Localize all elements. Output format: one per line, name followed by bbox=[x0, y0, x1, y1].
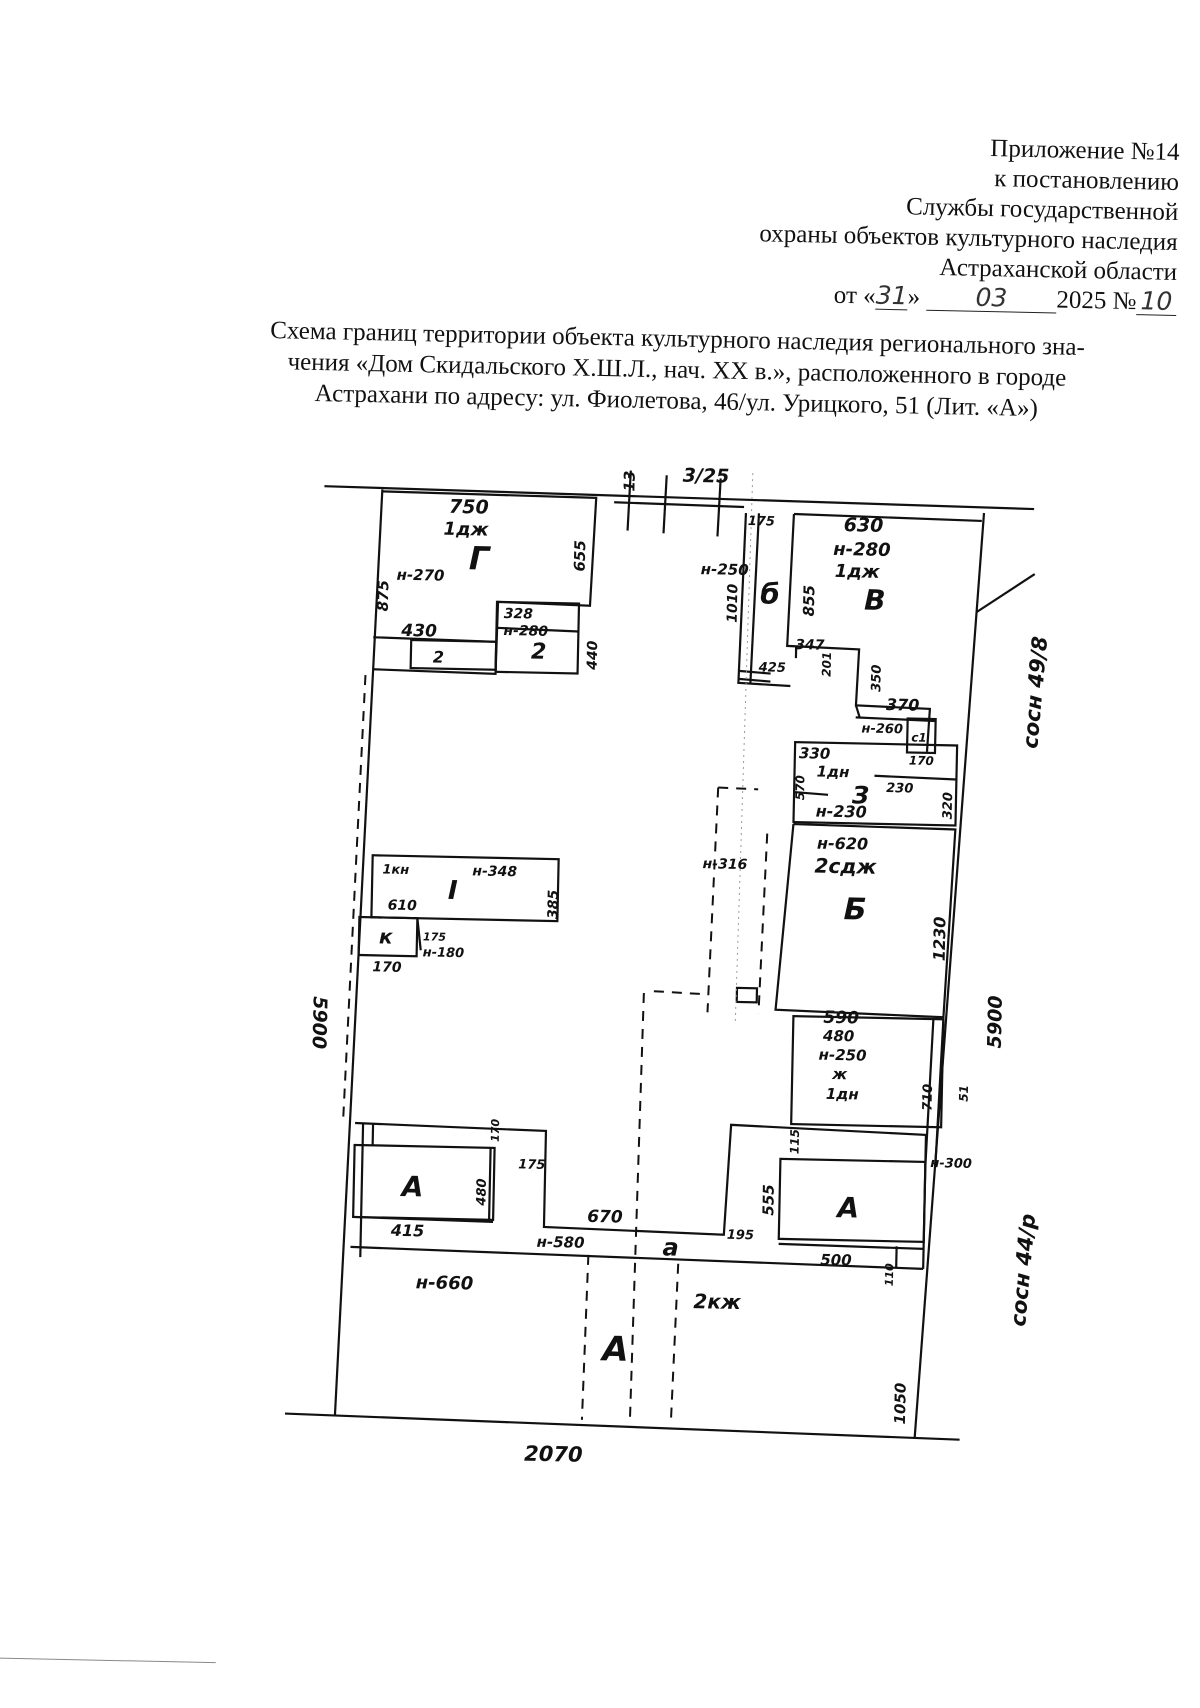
label-j-height: н-250 bbox=[818, 1046, 866, 1065]
label-a-letter-left: А bbox=[399, 1170, 423, 1203]
label-b5-height: н-620 bbox=[817, 834, 868, 854]
label-b5-type: 2сдж bbox=[814, 854, 877, 879]
label-b5-right: 1230 bbox=[930, 916, 950, 961]
label-g-left: 875 bbox=[374, 580, 393, 612]
label-a-175: 175 bbox=[518, 1157, 545, 1173]
label-z-230: 230 bbox=[886, 781, 913, 797]
label-v-347: 347 bbox=[795, 637, 825, 654]
label-v-201: 201 bbox=[820, 652, 835, 677]
label-v-width: 630 bbox=[843, 514, 883, 537]
label-g2-height: н-280 bbox=[503, 623, 548, 640]
label-a-415: 415 bbox=[390, 1221, 425, 1241]
label-v-350: 350 bbox=[869, 665, 885, 692]
label-v-370: 370 bbox=[886, 695, 920, 715]
label-g2-small: 2 bbox=[433, 647, 445, 666]
label-k-height: н-180 bbox=[423, 945, 465, 961]
label-n300: н-300 bbox=[930, 1156, 972, 1172]
label-sosed-top: сосн 49/8 bbox=[1018, 635, 1052, 749]
label-v-425: 425 bbox=[758, 660, 786, 676]
label-b-left: 1010 bbox=[725, 583, 742, 623]
label-a-555: 555 bbox=[759, 1184, 778, 1216]
label-i-height: н-348 bbox=[472, 863, 517, 880]
label-left-length: 5900 bbox=[308, 996, 331, 1049]
label-z-570: 570 bbox=[793, 775, 808, 800]
label-g-type: 1дж bbox=[443, 519, 489, 541]
label-v-letter: В bbox=[864, 584, 886, 617]
label-i-kn: 1кн bbox=[382, 862, 409, 878]
label-a-n660: н-660 bbox=[416, 1272, 474, 1294]
label-g-height: н-270 bbox=[396, 566, 444, 585]
label-g-bottom: 430 bbox=[400, 621, 437, 642]
label-a-n580: н-580 bbox=[536, 1233, 584, 1252]
label-g-width: 750 bbox=[449, 496, 489, 519]
label-b5-letter: Б bbox=[843, 892, 867, 927]
label-k-top: 175 bbox=[423, 930, 447, 943]
label-a-type: 2кж bbox=[693, 1289, 742, 1314]
label-a-195: 195 bbox=[727, 1228, 754, 1244]
label-b-height: н-250 bbox=[701, 560, 749, 579]
label-a-170: 170 bbox=[489, 1118, 502, 1142]
label-sosed-bottom: сосн 44/р bbox=[1006, 1213, 1040, 1328]
label-v-h2: н-260 bbox=[861, 721, 903, 737]
label-n316: н-316 bbox=[702, 856, 747, 873]
label-g-right: 655 bbox=[571, 540, 590, 572]
label-k-bottom: 170 bbox=[372, 959, 402, 976]
label-v-left: 855 bbox=[800, 585, 819, 617]
label-a-small: а bbox=[662, 1233, 679, 1261]
label-v-170: 170 bbox=[909, 753, 934, 768]
label-i-letter: I bbox=[448, 876, 459, 906]
label-v-height: н-280 bbox=[833, 539, 891, 561]
label-b-letter: б bbox=[760, 577, 780, 610]
label-a-1050: 1050 bbox=[891, 1383, 910, 1425]
label-z-320: 320 bbox=[941, 792, 957, 819]
label-right-length: 5900 bbox=[984, 995, 1007, 1048]
label-g2-letter: 2 bbox=[531, 640, 547, 665]
label-g-letter: Г bbox=[469, 539, 492, 577]
plan-lines bbox=[285, 464, 1037, 1441]
label-b-top: 175 bbox=[748, 514, 775, 530]
label-j-side: 51 bbox=[957, 1085, 971, 1102]
plan-labels: 13 3/25 750 1дж Г н-270 875 655 430 328 … bbox=[299, 457, 1056, 1476]
label-j-type: ж bbox=[831, 1065, 848, 1083]
label-j-710: 710 bbox=[920, 1084, 936, 1111]
label-bottom-length: 2070 bbox=[524, 1442, 583, 1467]
label-z-top: 330 bbox=[799, 744, 831, 763]
label-top-gap-right: 3/25 bbox=[682, 465, 729, 488]
label-z-height: н-230 bbox=[816, 802, 867, 822]
label-a-110: 110 bbox=[883, 1263, 896, 1287]
label-g2-right: 440 bbox=[585, 640, 602, 671]
label-a-115: 115 bbox=[788, 1129, 803, 1154]
label-z-type: 1дн bbox=[816, 763, 849, 782]
label-k-letter: к bbox=[379, 924, 393, 948]
label-j-480: 480 bbox=[822, 1027, 855, 1046]
label-v-c1: с1 bbox=[911, 731, 927, 745]
label-top-gap-left: 13 bbox=[620, 471, 638, 492]
label-i-385: 385 bbox=[545, 889, 562, 919]
label-v-type: 1дж bbox=[835, 561, 881, 583]
label-a-big: А bbox=[599, 1329, 629, 1370]
label-g2-top: 328 bbox=[504, 606, 534, 623]
label-a-670: 670 bbox=[587, 1207, 623, 1228]
label-i-610: 610 bbox=[387, 898, 417, 915]
label-j-floors: 1дн bbox=[826, 1085, 859, 1104]
label-a-480: 480 bbox=[474, 1178, 490, 1206]
label-a-letter-right: А bbox=[835, 1191, 859, 1224]
label-a-500: 500 bbox=[820, 1251, 852, 1270]
label-j-top: 590 bbox=[823, 1008, 859, 1029]
